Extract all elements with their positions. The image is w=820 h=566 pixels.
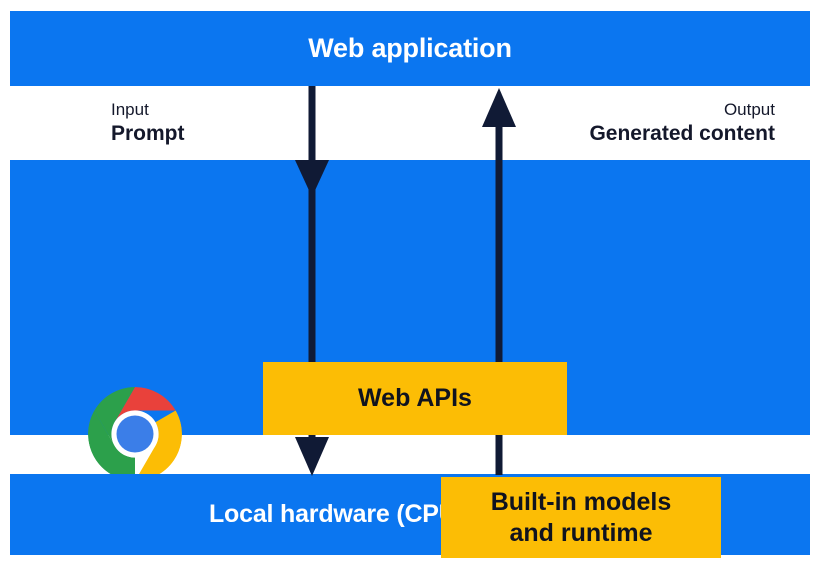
box-web-apis-label: Web APIs: [358, 384, 472, 413]
box-builtin-models: Built-in models and runtime: [441, 477, 721, 558]
band-web-application-label: Web application: [308, 33, 512, 63]
box-builtin-models-line2: and runtime: [509, 518, 653, 547]
chrome-logo-icon: [87, 386, 183, 482]
edge-note-output-value: Generated content: [589, 121, 775, 145]
edge-note-input-value: Prompt: [111, 121, 185, 145]
edge-note-output: Output Generated content: [589, 100, 775, 146]
edge-note-output-kind: Output: [723, 100, 775, 119]
band-web-application: Web application: [10, 11, 810, 86]
edge-note-input: Input Prompt: [111, 100, 185, 146]
band-browser: Browser Web APIs Built-in models and run…: [10, 160, 810, 558]
box-web-apis: Web APIs: [263, 362, 567, 435]
box-builtin-models-line1: Built-in models: [490, 488, 672, 516]
box-builtin-models-label: Built-in models and runtime: [491, 487, 672, 548]
edge-note-input-kind: Input: [111, 100, 149, 119]
